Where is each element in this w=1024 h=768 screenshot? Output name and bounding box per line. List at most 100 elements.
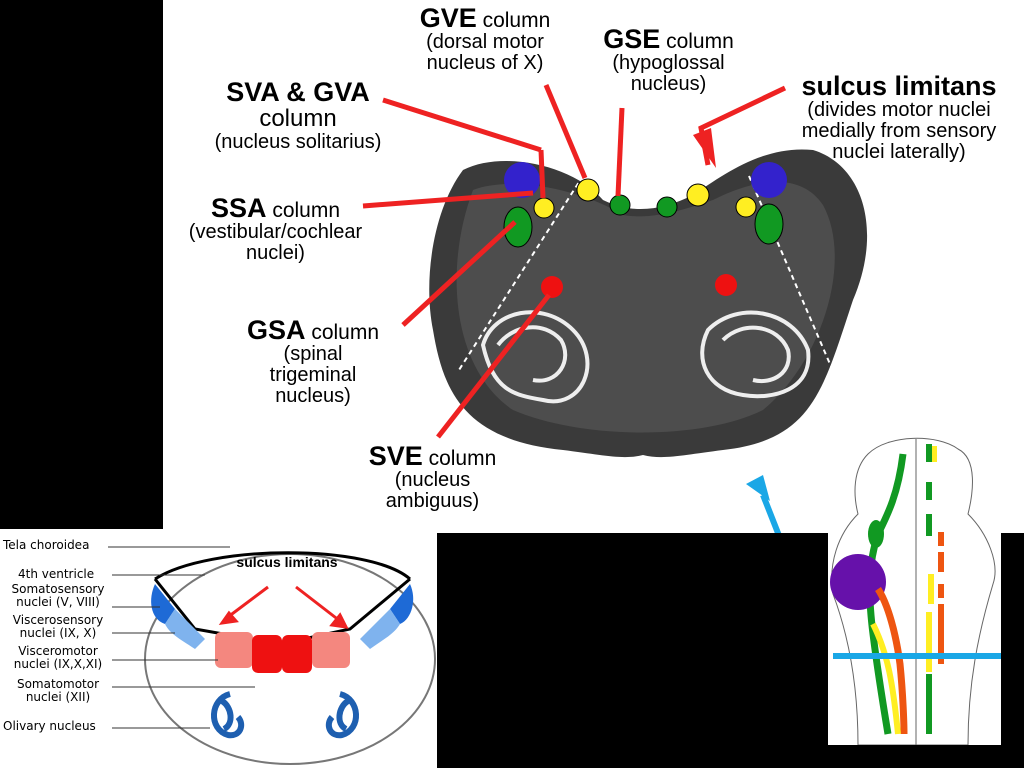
- brainstem-section-svg: [362, 84, 868, 533]
- somatosensory-line2: nuclei (V, VIII): [16, 594, 100, 609]
- inset-sulcus-label: sulcus limitans: [236, 554, 338, 570]
- brainstem-outline: [831, 437, 996, 745]
- purple-nucleus: [830, 554, 886, 610]
- gse-label: GSE column (hypoglossal nucleus): [581, 25, 756, 95]
- ssa-head: SSA: [210, 193, 267, 223]
- sva-line2: column: [259, 105, 337, 133]
- somatomotor-right: [282, 635, 312, 673]
- gve-head: GVE: [419, 3, 477, 33]
- gsa-head: GSA: [246, 315, 306, 345]
- viscerosensory-label: Viscerosensory nuclei (IX, X): [3, 614, 113, 639]
- sulcus-arrowhead: [693, 128, 716, 168]
- ssa-right-circle: [751, 162, 787, 198]
- sva-head: SVA & GVA: [226, 77, 370, 107]
- somatosensory-line1: Somatosensory: [11, 582, 105, 596]
- inset-schematic-svg: [108, 546, 436, 765]
- ssa-line1: (vestibular/cochlear: [188, 221, 363, 244]
- gsa-tail: column: [305, 321, 380, 344]
- gsa-arrow: [401, 220, 517, 327]
- fourth-ventricle-label: 4th ventricle: [18, 567, 95, 581]
- orange-tract: [875, 587, 908, 735]
- ssa-left-circle: [504, 162, 540, 198]
- viscerosensory-line2: nuclei (IX, X): [19, 625, 97, 640]
- sulcus-line3: nuclei laterally): [832, 141, 966, 164]
- olivary-label: Olivary nucleus: [3, 719, 96, 733]
- sva-right-circle: [735, 196, 757, 218]
- ssa-left-green: [503, 206, 533, 248]
- ssa-right-green: [754, 203, 784, 245]
- gsa-line3: nucleus): [275, 385, 351, 408]
- ssa-tail: column: [266, 199, 341, 222]
- somatomotor-label: Somatomotor nuclei (XII): [3, 678, 113, 703]
- sve-head: SVE: [368, 441, 423, 471]
- tela-choroidea-label: Tela choroidea: [3, 538, 90, 552]
- ventricle-roof: [154, 551, 411, 581]
- blue-pointer-arrow: [760, 493, 782, 533]
- sulcus-line2: medially from sensory: [801, 120, 997, 143]
- gse-line2: nucleus): [630, 73, 707, 96]
- blue-arrowhead: [746, 475, 770, 501]
- sve-label: SVE column (nucleus ambiguus): [345, 442, 520, 512]
- gve-left-circle: [576, 178, 600, 202]
- visceromotor-left: [215, 632, 253, 668]
- sve-line2: ambiguus): [385, 490, 480, 513]
- gse-line1: (hypoglossal: [612, 52, 725, 75]
- gve-tail: column: [476, 9, 551, 32]
- gve-line2: nucleus of X): [426, 52, 544, 75]
- right-olivary-icon: [325, 691, 359, 739]
- gve-right-circle: [686, 183, 710, 207]
- visceromotor-label: Visceromotor nuclei (IX,X,XI): [3, 645, 113, 670]
- visceromotor-line2: nuclei (IX,X,XI): [13, 656, 103, 671]
- gsa-line1: (spinal: [283, 343, 343, 366]
- gve-label: GVE column (dorsal motor nucleus of X): [395, 4, 575, 74]
- brainstem-dorsal-panel: [828, 434, 1001, 745]
- sulcus-head: sulcus limitans: [801, 71, 997, 101]
- somatosensory-left: [151, 584, 175, 624]
- sva-label: SVA & GVA column (nucleus solitarius): [193, 78, 403, 153]
- ssa-line2: nuclei): [246, 242, 305, 265]
- sva-left-circle: [533, 197, 555, 219]
- ssa-label: SSA column (vestibular/cochlear nuclei): [163, 194, 388, 264]
- sve-tail: column: [422, 447, 497, 470]
- left-sulcus-dashed-line: [458, 167, 589, 371]
- inset-schematic-panel: sulcus limitans Tela choroidea 4th ventr…: [0, 529, 437, 768]
- sva-arrow: [382, 97, 542, 153]
- gsa-line2: trigeminal: [269, 364, 357, 387]
- gse-right-circle: [656, 196, 678, 218]
- somatomotor-line2: nuclei (XII): [25, 689, 91, 704]
- left-olive-icon: [480, 310, 590, 404]
- sva-line3: (nucleus solitarius): [214, 130, 382, 153]
- gve-arrow: [543, 84, 588, 179]
- left-olivary-icon: [211, 691, 245, 739]
- sva-arrow-2: [538, 149, 546, 199]
- somatosensory-right: [390, 584, 414, 624]
- right-dashed-columns: [926, 444, 944, 734]
- sulcus-label: sulcus limitans (divides motor nuclei me…: [773, 72, 1024, 163]
- ssa-arrow: [362, 190, 534, 209]
- sve-right-circle: [715, 274, 737, 296]
- inset-red-arrows: [218, 585, 349, 629]
- green-bulge: [868, 520, 884, 548]
- main-section-panel: GVE column (dorsal motor nucleus of X) G…: [163, 0, 1024, 533]
- gse-arrow: [615, 107, 625, 197]
- section-inner-texture: [456, 181, 835, 433]
- brainstem-dorsal-svg: [830, 437, 1001, 745]
- sve-left-circle: [541, 276, 563, 298]
- somatomotor-left: [252, 635, 282, 673]
- leader-lines: [108, 546, 255, 729]
- sve-line1: (nucleus: [394, 469, 471, 492]
- sve-arrow: [436, 293, 551, 439]
- right-olive-icon: [700, 310, 811, 399]
- somatosensory-label: Somatosensory nuclei (V, VIII): [3, 583, 113, 608]
- somatomotor-line1: Somatomotor: [16, 677, 100, 691]
- visceromotor-right: [312, 632, 350, 668]
- viscerosensory-line1: Viscerosensory: [12, 613, 104, 627]
- gse-tail: column: [660, 30, 734, 53]
- viscerosensory-left: [165, 609, 205, 649]
- gse-head: GSE: [603, 24, 661, 54]
- gve-line1: (dorsal motor: [426, 31, 544, 54]
- yellow-tract: [870, 622, 901, 735]
- visceromotor-line1: Visceromotor: [18, 644, 98, 658]
- sulcus-line1: (divides motor nuclei: [807, 99, 991, 122]
- gsa-label: GSA column (spinal trigeminal nucleus): [223, 316, 403, 407]
